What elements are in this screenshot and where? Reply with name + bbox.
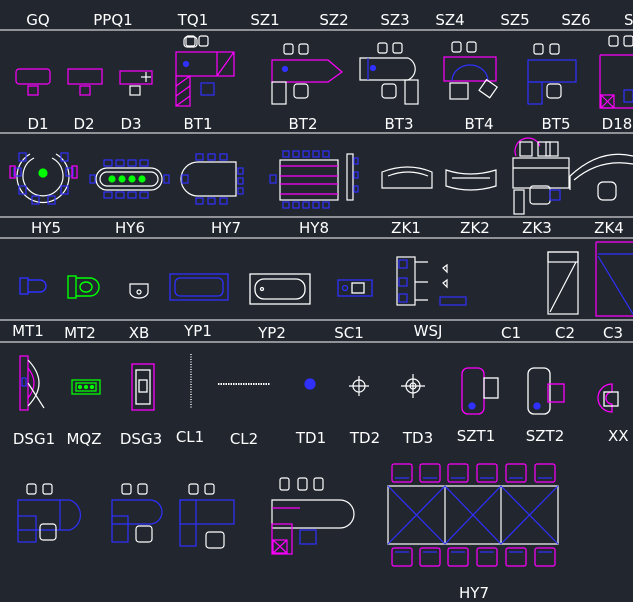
conference-table-hy7-large-symbol — [387, 463, 559, 567]
label-xx-partial: XX — [608, 427, 629, 445]
label-cl1: CL1 — [176, 428, 204, 446]
desk-bt5-symbol — [527, 43, 577, 105]
bathtub-yp2-symbol — [249, 273, 311, 305]
cabinet-zk1-symbol — [381, 166, 433, 189]
label-d3: D3 — [120, 115, 141, 133]
basin-xb-symbol — [129, 283, 149, 299]
chair-xx-symbol — [597, 383, 619, 413]
workstation-zk3-symbol — [512, 137, 570, 215]
label-sz1: SZ1 — [250, 11, 279, 29]
desk-bt3-symbol — [359, 42, 419, 105]
label-td2: TD2 — [349, 429, 380, 447]
label-hy5: HY5 — [31, 219, 61, 237]
label-sz5: SZ5 — [500, 11, 529, 29]
basin-sc1-symbol — [337, 279, 373, 297]
label-d18: D18 — [602, 115, 633, 133]
light-td3-symbol — [401, 374, 425, 398]
label-mqz: MQZ — [66, 430, 101, 448]
label-d1: D1 — [27, 115, 48, 133]
toilet-mt2-symbol — [67, 275, 100, 299]
label-szt2: SZT2 — [526, 427, 565, 445]
label-zk3: ZK3 — [522, 219, 552, 237]
cabinet-dsg3-symbol — [131, 363, 155, 411]
label-dsg3: DSG3 — [120, 430, 162, 448]
label-c1: C1 — [501, 324, 521, 342]
label-hy7: HY7 — [211, 219, 241, 237]
row3-labels: HY5 HY6 HY7 HY8 ZK1 ZK2 ZK3 ZK4 — [31, 219, 624, 237]
desk-group-2-symbol — [111, 483, 163, 543]
label-gq: GQ — [26, 11, 49, 29]
desk-bt4-symbol — [443, 41, 499, 100]
desk-d1-symbol — [15, 68, 51, 96]
row1-labels: GQ PPQ1 TQ1 SZ1 SZ2 SZ3 SZ4 SZ5 SZ6 S — [26, 11, 633, 29]
label-zk1: ZK1 — [391, 219, 421, 237]
label-c3: C3 — [603, 324, 623, 342]
label-xb: XB — [129, 324, 150, 342]
cabinet-zk4-symbol — [569, 153, 633, 201]
desk-group-4-symbol — [271, 477, 355, 555]
chair-szt2-symbol — [527, 367, 565, 415]
label-ppq1: PPQ1 — [93, 11, 132, 29]
mahjong-table-mqz-symbol — [71, 379, 101, 395]
fixture-c3-symbol — [595, 241, 633, 317]
cabinet-dsg1-symbol — [19, 355, 45, 411]
light-td2-symbol — [349, 376, 369, 396]
cabinet-zk2-symbol — [445, 169, 497, 191]
desk-d18-symbol — [599, 35, 633, 109]
label-sz3: SZ3 — [380, 11, 409, 29]
label-yp1: YP1 — [183, 322, 212, 340]
label-szt1: SZT1 — [457, 427, 496, 445]
toilet-mt1-symbol — [19, 277, 47, 295]
label-sz4: SZ4 — [435, 11, 464, 29]
desk-d3-symbol — [119, 70, 153, 96]
desk-d2-symbol — [67, 68, 103, 96]
row5-labels: DSG1 MQZ DSG3 CL1 CL2 TD1 TD2 TD3 SZT1 S… — [13, 427, 629, 448]
desk-group-3-symbol — [179, 483, 235, 549]
label-bt4: BT4 — [465, 115, 494, 133]
label-d2: D2 — [73, 115, 94, 133]
label-bt5: BT5 — [542, 115, 571, 133]
label-sz6: SZ6 — [561, 11, 590, 29]
label-td3: TD3 — [402, 429, 433, 447]
label-bt1: BT1 — [184, 115, 213, 133]
label-tq1: TQ1 — [177, 11, 209, 29]
table-hy6-symbol — [89, 159, 170, 199]
table-hy8-symbol — [269, 150, 359, 209]
bathtub-yp1-symbol — [169, 273, 229, 301]
chair-szt1-symbol — [461, 367, 499, 415]
label-mt1: MT1 — [12, 322, 44, 340]
row-separators — [0, 29, 633, 343]
label-s-partial: S — [624, 11, 633, 29]
table-hy5-symbol — [9, 152, 78, 205]
table-hy7-symbol — [180, 153, 244, 205]
label-zk2: ZK2 — [460, 219, 490, 237]
label-dsg1: DSG1 — [13, 430, 55, 448]
label-c2: C2 — [555, 324, 575, 342]
desk-bt2-symbol — [271, 43, 343, 105]
label-sz2: SZ2 — [319, 11, 348, 29]
label-mt2: MT2 — [64, 324, 96, 342]
light-td1-symbol — [304, 378, 316, 390]
desk-bt1-symbol — [175, 35, 235, 107]
label-cl2: CL2 — [230, 430, 258, 448]
row2-labels: D1 D2 D3 BT1 BT2 BT3 BT4 BT5 D18 — [27, 115, 632, 133]
row4-labels: MT1 MT2 XB YP1 YP2 SC1 WSJ C1 C2 C3 — [12, 322, 623, 342]
fixture-c2-symbol — [547, 251, 579, 315]
label-yp2: YP2 — [257, 324, 286, 342]
label-hy6: HY6 — [115, 219, 145, 237]
label-bt3: BT3 — [385, 115, 414, 133]
label-wsj: WSJ — [414, 322, 443, 340]
label-zk4: ZK4 — [594, 219, 624, 237]
desk-group-1-symbol — [17, 483, 82, 543]
label-hy7-large: HY7 — [459, 584, 489, 602]
label-td1: TD1 — [295, 429, 326, 447]
urinal-wsj-symbol — [396, 256, 467, 306]
label-sc1: SC1 — [334, 324, 364, 342]
label-hy8: HY8 — [299, 219, 329, 237]
label-bt2: BT2 — [289, 115, 318, 133]
